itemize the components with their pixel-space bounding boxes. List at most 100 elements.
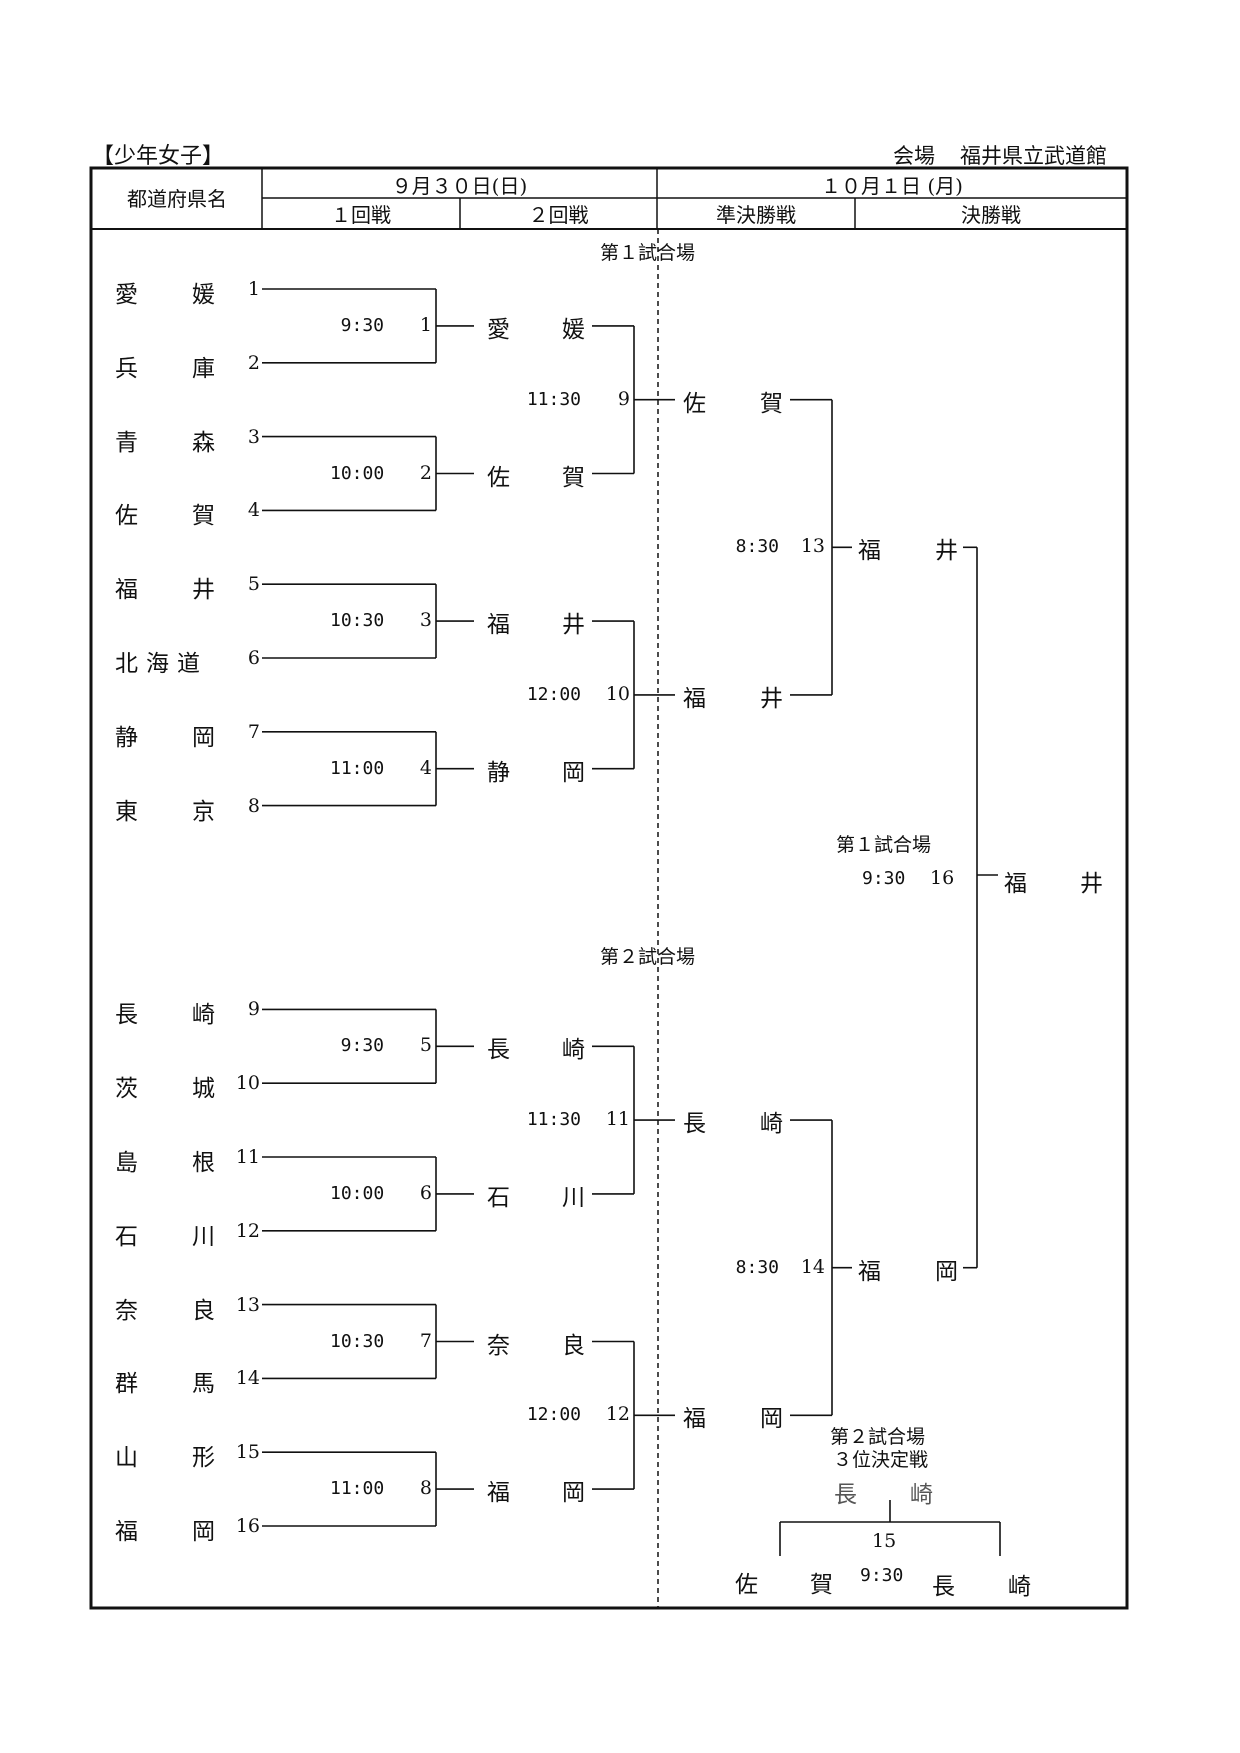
r1-winner-a: 愛 (487, 316, 510, 343)
entry-seed: 6 (247, 647, 260, 669)
r1-time: 9:30 (340, 314, 384, 336)
venue-label: 会場 (893, 144, 935, 168)
r1-winner-b: 媛 (562, 316, 585, 343)
r2-winner-b: 井 (760, 685, 783, 712)
entry-seed: 13 (235, 1293, 260, 1316)
semi-winner-a: 福 (858, 1258, 881, 1285)
champion-name-a: 福 (1004, 871, 1027, 897)
entry-seed: 3 (247, 425, 260, 448)
entry-name-a: 静 (115, 724, 138, 751)
r2-winner-a: 福 (683, 685, 706, 712)
entry-name-b: 良 (192, 1297, 215, 1324)
round1-header: １回戦 (331, 203, 391, 227)
r2-winner-a: 長 (683, 1111, 706, 1138)
entry-name-a: 奈 (115, 1297, 138, 1324)
final-header: 決勝戦 (961, 203, 1021, 227)
r2-time: 12:00 (526, 683, 581, 705)
entry-name-b: 京 (192, 798, 215, 825)
r2-winner-b: 崎 (760, 1111, 783, 1138)
entry-seed: 11 (235, 1146, 260, 1168)
r1-winner-a: 福 (487, 612, 510, 639)
r1-winner-a: 静 (487, 759, 510, 786)
entry-seed: 9 (247, 998, 260, 1021)
r1-winner-b: 崎 (562, 1037, 585, 1064)
semifinal-header: 準決勝戦 (716, 203, 796, 227)
r1-match-number: 6 (419, 1181, 432, 1204)
third-winner-b: 崎 (910, 1482, 933, 1508)
third-left-a: 佐 (735, 1572, 758, 1598)
r1-time: 9:30 (340, 1035, 384, 1057)
r2-time: 11:30 (526, 388, 581, 410)
third-right-a: 長 (932, 1574, 955, 1600)
r1-winner-b: 岡 (562, 1480, 585, 1507)
entry-name-a: 島 (115, 1150, 138, 1176)
third-time: 9:30 (860, 1565, 904, 1586)
entry-name-a: 山 (115, 1445, 138, 1472)
r1-winner-b: 岡 (562, 759, 585, 786)
entry-name-a: 茨 (115, 1076, 138, 1103)
r2-winner-a: 佐 (683, 390, 706, 417)
day1-header: ９月３０日(日) (391, 174, 528, 198)
final-match-number: 16 (930, 867, 955, 889)
entry-seed: 15 (235, 1441, 260, 1464)
entry-name-b: 媛 (192, 282, 215, 308)
entry-name-a: 石 (115, 1223, 138, 1250)
entry-name-a: 東 (115, 798, 138, 825)
r1-winner-a: 福 (487, 1480, 510, 1507)
r1-winner-a: 石 (487, 1184, 510, 1211)
semi-match-number: 13 (800, 535, 825, 558)
entry-seed: 14 (235, 1367, 260, 1390)
r2-match-number: 9 (617, 387, 630, 410)
category-title: 【少年女子】 (92, 144, 225, 169)
court2-label: 第２試合場 (600, 946, 696, 968)
r2-winner-b: 賀 (760, 390, 783, 417)
entry-name-a: 青 (115, 429, 138, 456)
r1-match-number: 1 (419, 313, 432, 336)
semi-time: 8:30 (735, 1256, 779, 1278)
semi-winner-b: 岡 (935, 1258, 958, 1285)
r2-winner-a: 福 (683, 1406, 706, 1433)
entry-name-b: 井 (192, 577, 215, 604)
r1-winner-b: 良 (562, 1332, 585, 1359)
round2-header: ２回戦 (528, 203, 589, 227)
entry-name-a: 愛 (115, 282, 138, 308)
r2-match-number: 11 (605, 1108, 630, 1131)
entry-name-a: 福 (115, 1519, 138, 1545)
entry-name-a: 福 (115, 577, 138, 604)
entry-seed: 4 (247, 499, 260, 522)
r1-winner-a: 奈 (487, 1332, 510, 1359)
r1-match-number: 5 (419, 1034, 432, 1057)
entry-name: 北海道 (115, 651, 208, 677)
semi-time: 8:30 (735, 536, 779, 558)
final-time: 9:30 (862, 868, 906, 889)
r1-winner-a: 長 (487, 1037, 510, 1064)
champion-name-b: 井 (1080, 871, 1103, 897)
r1-time: 11:00 (330, 1478, 385, 1500)
entry-name-b: 根 (192, 1150, 215, 1176)
third-left-b: 賀 (810, 1572, 833, 1598)
third-right-b: 崎 (1008, 1574, 1031, 1600)
r1-winner-b: 川 (562, 1184, 585, 1211)
entry-name-b: 形 (192, 1445, 215, 1472)
r2-time: 11:30 (526, 1109, 581, 1131)
entry-name-b: 庫 (192, 355, 215, 382)
third-match-number: 15 (872, 1530, 897, 1552)
entry-seed: 1 (247, 278, 260, 300)
r1-match-number: 8 (419, 1477, 432, 1500)
semi-winner-b: 井 (935, 538, 958, 565)
entry-name-a: 群 (115, 1371, 138, 1398)
r1-match-number: 7 (419, 1329, 432, 1352)
entry-seed: 7 (247, 720, 260, 743)
semi-match-number: 14 (800, 1255, 825, 1278)
r1-winner-a: 佐 (487, 464, 510, 491)
r2-time: 12:00 (526, 1404, 581, 1426)
entry-name-a: 兵 (115, 355, 138, 382)
final-court-label: 第１試合場 (836, 834, 932, 856)
r1-match-number: 3 (419, 609, 432, 632)
entry-seed: 8 (247, 794, 260, 817)
r2-winner-b: 岡 (760, 1406, 783, 1433)
third-winner-a: 長 (834, 1482, 857, 1508)
entry-name-b: 森 (192, 429, 215, 456)
r1-match-number: 2 (419, 461, 432, 484)
